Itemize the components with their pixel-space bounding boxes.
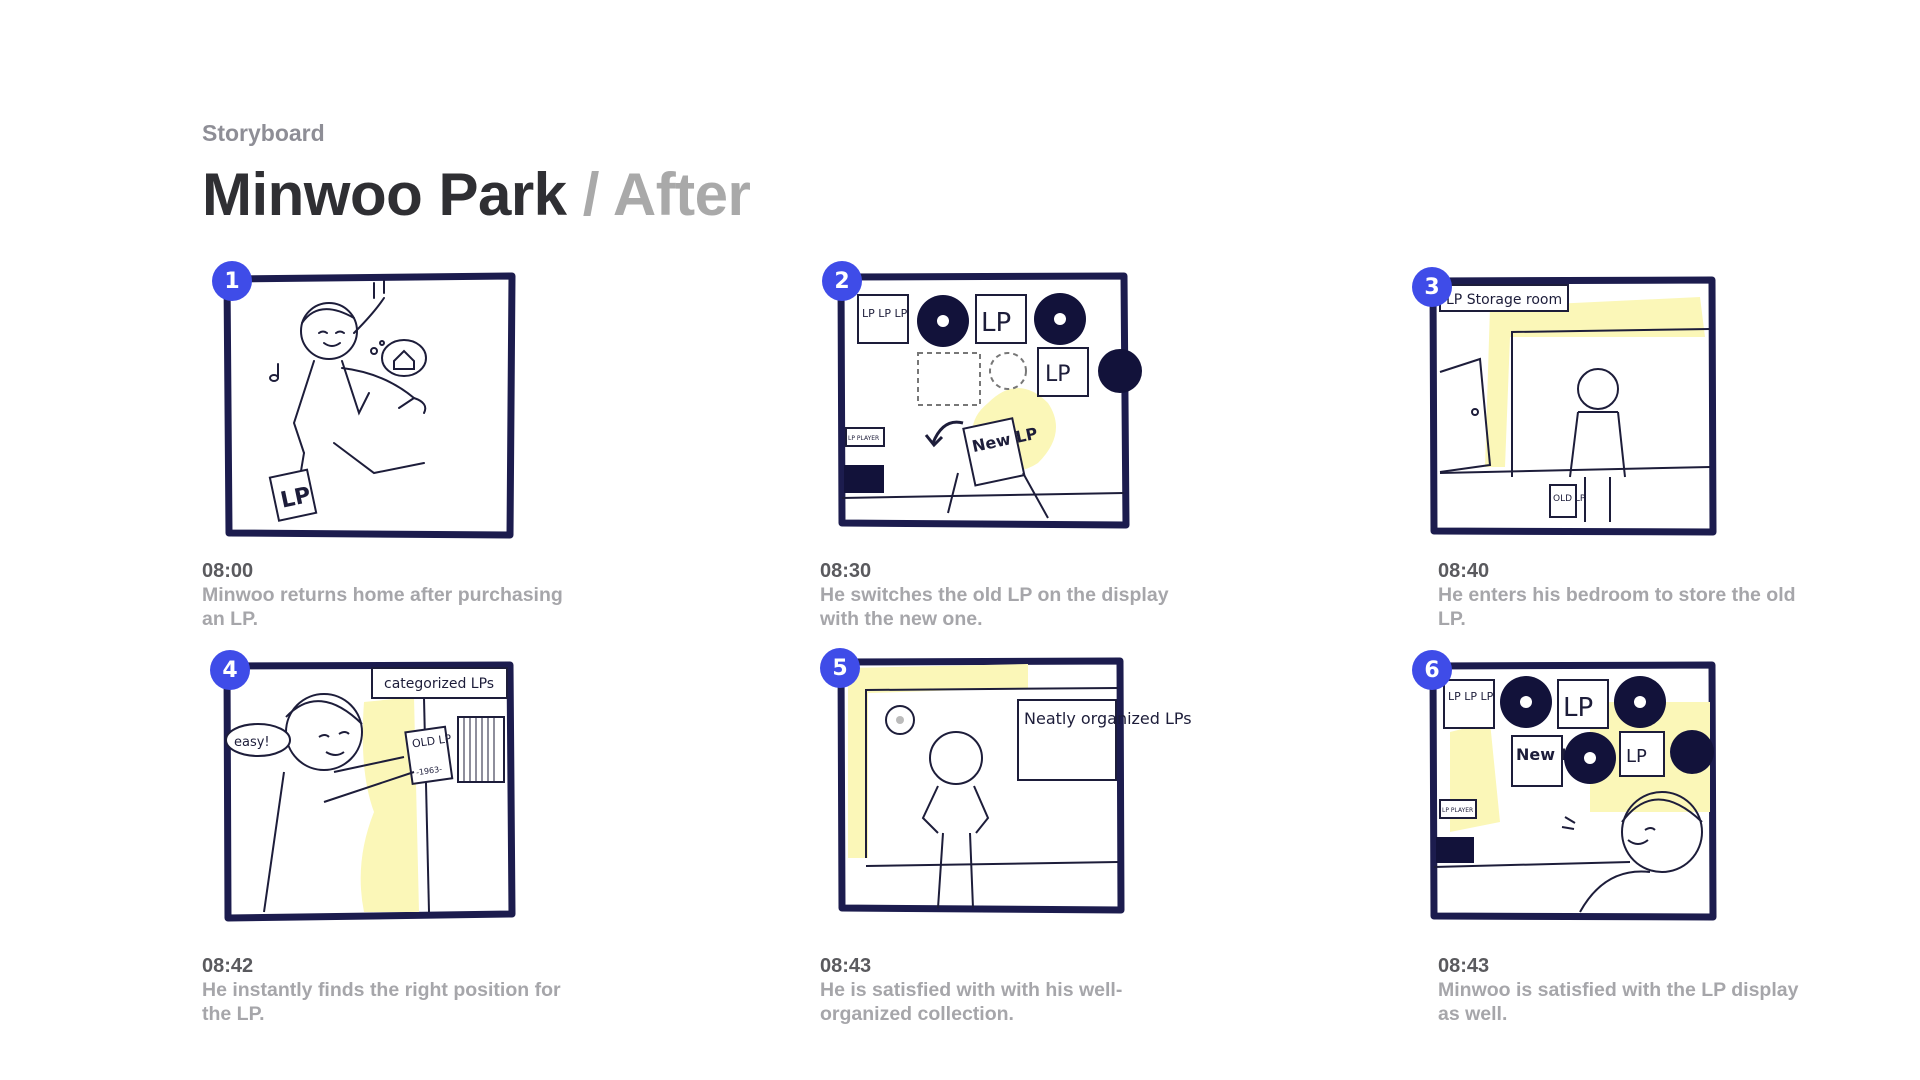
svg-text:LP LP LP: LP LP LP <box>1448 690 1494 703</box>
page-eyebrow: Storyboard <box>202 120 325 146</box>
panel-illustration: LP LP LP LP New LP LP LP PLAYER 6 <box>1412 650 1717 921</box>
panel-illustration: LP Storage room OLD LP 3 <box>1412 267 1717 536</box>
panel-time: 08:43 <box>820 955 872 977</box>
svg-text:LP: LP <box>1045 362 1071 387</box>
panel-illustration: Neatly organized LPs 5 <box>820 648 1192 914</box>
panel-number-badge: 4 <box>210 650 250 690</box>
page-title: Minwoo Park / After <box>202 160 751 229</box>
panel-illustration: LP 1 <box>212 261 516 539</box>
panel-number-badge: 5 <box>820 648 860 688</box>
panel-number-badge: 3 <box>1412 267 1452 307</box>
svg-text:LP LP LP: LP LP LP <box>862 307 908 320</box>
panel-time: 08:40 <box>1438 560 1490 582</box>
panel-caption: Minwoo is satisfied with the LP display … <box>1438 979 1799 1025</box>
panel-number-badge: 6 <box>1412 650 1452 690</box>
svg-text:Neatly organized LPs: Neatly organized LPs <box>1024 709 1192 728</box>
panel-illustration: LP LP LP LP LP New LP LP PLAYER 2 <box>822 261 1142 529</box>
svg-text:easy!: easy! <box>234 735 270 750</box>
title-variant: After <box>612 161 751 228</box>
svg-text:LP: LP <box>1563 693 1593 723</box>
panel-caption: He switches the old LP on the display wi… <box>820 584 1169 630</box>
panel-number-badge: 1 <box>212 261 252 301</box>
svg-text:LP PLAYER: LP PLAYER <box>1442 807 1473 814</box>
svg-text:LP Storage room: LP Storage room <box>1446 292 1562 308</box>
panel-time: 08:43 <box>1438 955 1490 977</box>
panel-time: 08:30 <box>820 560 872 582</box>
svg-text:-1963-: -1963- <box>415 765 442 778</box>
svg-text:LP PLAYER: LP PLAYER <box>848 435 879 442</box>
svg-text:OLD LP: OLD LP <box>1553 494 1586 504</box>
svg-text:LP: LP <box>278 483 313 514</box>
svg-text:LP: LP <box>981 308 1011 338</box>
panel-caption: Minwoo returns home after purchasing an … <box>202 584 563 630</box>
svg-text:LP: LP <box>1626 746 1647 767</box>
panel-time: 08:42 <box>202 955 254 977</box>
panel-illustration: categorized LPs OLD LP -1963- easy! 4 <box>210 650 516 922</box>
svg-text:OLD LP: OLD LP <box>411 732 452 750</box>
svg-text:categorized LPs: categorized LPs <box>384 676 494 692</box>
panel-caption: He instantly finds the right position fo… <box>202 979 561 1025</box>
title-separator: / <box>582 161 600 228</box>
panel-number-badge: 2 <box>822 261 862 301</box>
panel-caption: He is satisfied with with his well-organ… <box>820 979 1123 1025</box>
panel-caption: He enters his bedroom to store the old L… <box>1438 584 1796 630</box>
panel-time: 08:00 <box>202 560 254 582</box>
title-name: Minwoo Park <box>202 161 567 228</box>
